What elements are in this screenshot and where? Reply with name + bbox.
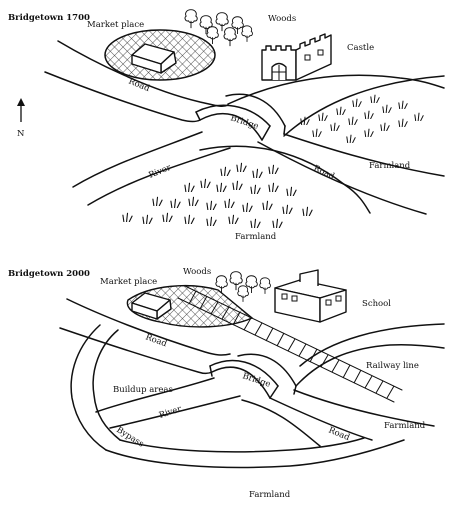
road-edge: [66, 298, 231, 356]
road-label-2000-lower: Road: [327, 426, 352, 444]
bridge-icon: [209, 353, 297, 399]
bypass-edge: [70, 324, 107, 451]
road-edge: [44, 71, 201, 123]
market-label-2000: Market place: [100, 277, 157, 287]
river-label-1700: River: [147, 163, 173, 181]
railway-line: [177, 285, 403, 403]
woods-label-1700: Woods: [268, 14, 296, 24]
river-bank: [109, 395, 241, 429]
castle-icon: [261, 33, 332, 81]
map-1700: Bridgetown 1700 N Market place: [8, 9, 445, 242]
field-edge: [199, 145, 371, 214]
bypass-edge: [92, 329, 121, 441]
market-building-icon: [131, 43, 177, 74]
road-edge: [293, 389, 435, 427]
bypass-label-2000: Bypass: [114, 425, 145, 450]
road-edge: [269, 397, 373, 441]
river-bank: [87, 147, 231, 206]
bridge-icon: [195, 93, 286, 141]
field-edge: [283, 75, 445, 137]
field-edge: [227, 74, 445, 105]
river-label-2000: River: [158, 404, 184, 421]
market-building-icon: [131, 292, 172, 320]
field-edge: [241, 399, 321, 447]
castle-label-1700: Castle: [347, 43, 374, 53]
river-bank: [72, 131, 203, 188]
road-edge: [283, 133, 445, 177]
bridge-label-1700: Bridge: [229, 113, 260, 131]
map-2000: Bridgetown 2000 Market place Woods: [8, 267, 445, 500]
road-label-2000-upper: Road: [144, 332, 169, 349]
farmland-label-2000-bottom: Farmland: [249, 490, 291, 500]
market-place-area-2000: [126, 285, 254, 328]
field-edge: [299, 323, 445, 367]
farmland-label-1700-bottom: Farmland: [235, 232, 277, 242]
road-edge: [59, 327, 213, 375]
bypass-edge: [119, 437, 365, 453]
compass-label: N: [17, 129, 25, 139]
river-bank: [95, 377, 215, 413]
farmland-label-2000-right: Farmland: [384, 421, 426, 431]
buildup-label-2000: Buildup areas: [113, 385, 173, 395]
grass-icon: [300, 94, 424, 143]
bypass-edge: [105, 439, 405, 469]
railway-label-2000: Railway line: [366, 361, 419, 371]
map-2000-title: Bridgetown 2000: [8, 269, 90, 279]
north-arrow-icon: [17, 98, 25, 122]
farmland-label-1700-right: Farmland: [369, 161, 411, 171]
market-place-area: [104, 29, 216, 81]
map-1700-title: Bridgetown 1700: [8, 13, 90, 23]
school-icon: [274, 269, 347, 323]
market-label-1700: Market place: [87, 20, 144, 30]
school-label-2000: School: [362, 299, 391, 309]
woods-label-2000: Woods: [183, 267, 211, 277]
field-edge: [295, 344, 445, 387]
